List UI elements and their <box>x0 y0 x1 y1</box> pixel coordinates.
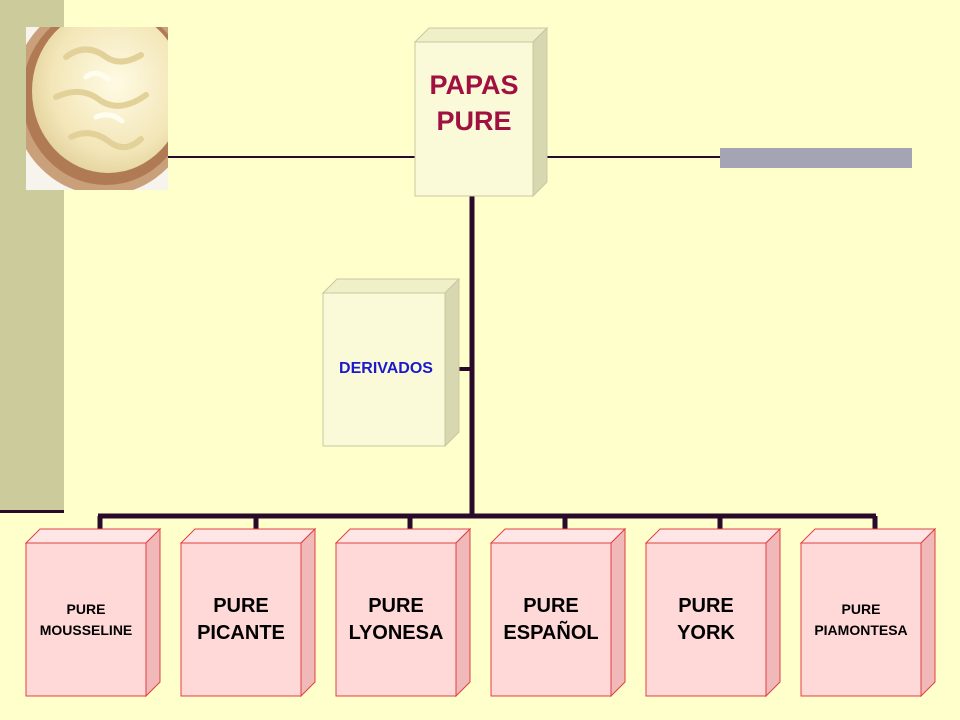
top-line-left <box>168 156 416 158</box>
derivative-node-label: PURE ESPAÑOL <box>503 594 599 644</box>
derivados-node <box>321 277 461 448</box>
derivative-node-label: PURE MOUSSELINE <box>39 601 133 638</box>
derivative-node: PURE MOUSSELINE <box>24 527 162 698</box>
main-node-label: PAPAS PURE <box>429 70 519 137</box>
derivative-node-label: PURE PIAMONTESA <box>814 601 908 638</box>
grey-accent-bar <box>720 148 912 168</box>
derivative-node: PURE PICANTE <box>179 527 317 698</box>
main-node-papas-pure: PAPAS PURE <box>413 26 549 198</box>
derivative-node-label: PURE YORK <box>677 594 735 644</box>
derivative-node-label: PURE LYONESA <box>348 594 444 644</box>
derivados-label: DERIVADOS <box>339 360 433 377</box>
derivative-node: PURE LYONESA <box>334 527 472 698</box>
derivative-node: PURE PIAMONTESA <box>799 527 937 698</box>
mashed-potatoes-photo <box>26 27 168 190</box>
derivative-node: PURE YORK <box>644 527 782 698</box>
derivative-node-label: PURE PICANTE <box>197 594 285 644</box>
sidebar-underline <box>0 510 64 513</box>
derivative-node: PURE ESPAÑOL <box>489 527 627 698</box>
